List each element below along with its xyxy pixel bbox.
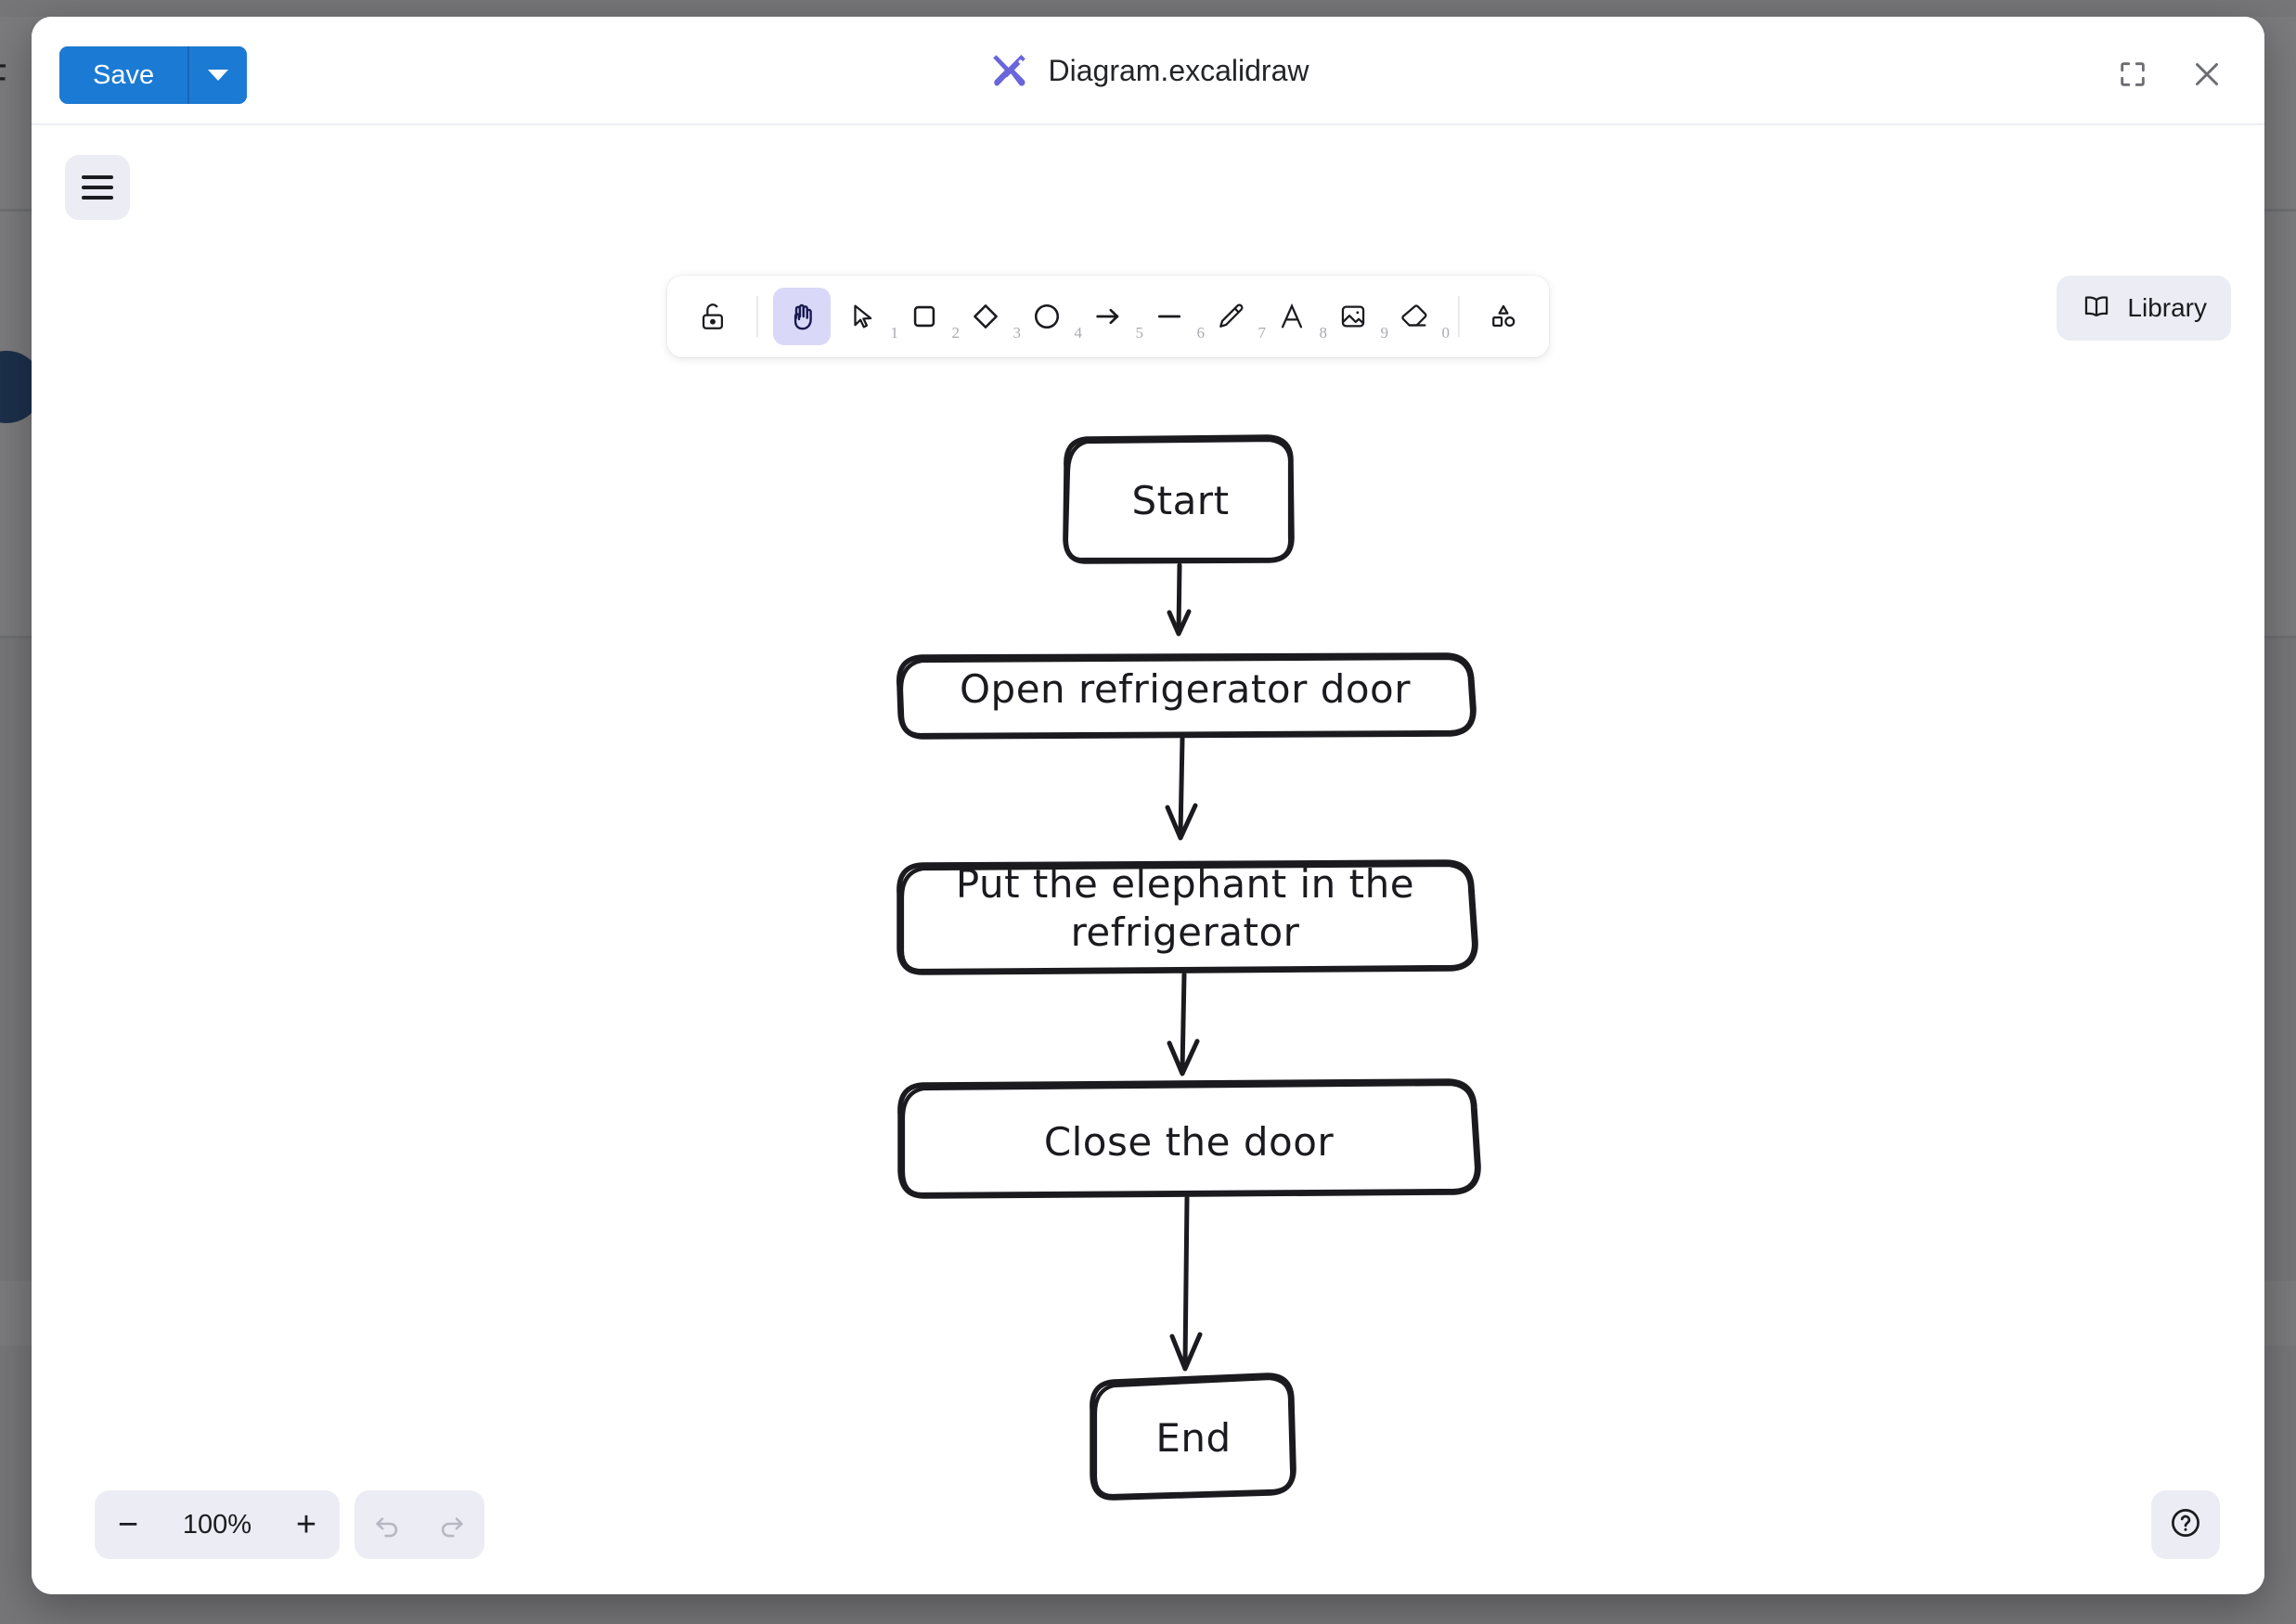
draw-shortcut: 7 <box>1258 324 1267 342</box>
flow-node-put-label-line2: refrigerator <box>1071 909 1300 955</box>
flow-edge-close-end <box>1169 1195 1203 1372</box>
flow-node-end: End <box>1090 1373 1296 1501</box>
toolbar-divider-2 <box>1458 296 1460 337</box>
save-button[interactable]: Save <box>59 46 190 104</box>
flow-node-open-label: Open refrigerator door <box>960 666 1411 712</box>
zoom-level-value[interactable]: 100% <box>182 1509 252 1540</box>
flow-edge-put-close <box>1167 972 1200 1076</box>
save-button-group: Save <box>59 46 248 104</box>
flow-node-close-label: Close the door <box>1044 1119 1335 1165</box>
ellipse-icon[interactable]: 4 <box>1018 288 1082 345</box>
save-dropdown-button[interactable] <box>189 46 248 104</box>
library-label: Library <box>2127 293 2207 322</box>
document-title-group: Diagram.excalidraw <box>32 17 2264 125</box>
shapes-icon[interactable] <box>1475 288 1532 345</box>
hand-icon[interactable] <box>773 288 831 345</box>
library-button[interactable]: Library <box>2057 276 2231 341</box>
text-shortcut: 8 <box>1319 324 1328 342</box>
flow-node-put-label-line1: Put the elephant in the <box>956 861 1414 907</box>
chevron-down-icon <box>208 70 229 81</box>
book-icon <box>2081 290 2112 327</box>
flow-node-put: Put the elephant in the refrigerator <box>896 859 1478 975</box>
selection-shortcut: 1 <box>890 324 899 342</box>
modal-titlebar: Save Diagram.excalidraw <box>32 17 2264 125</box>
diamond-shortcut: 3 <box>1013 324 1022 342</box>
zoom-in-button[interactable]: + <box>295 1504 317 1544</box>
excalidraw-logo <box>987 50 1030 93</box>
flow-edge-open-put <box>1165 736 1198 841</box>
flow-node-close: Close the door <box>897 1078 1481 1199</box>
rectangle-icon[interactable]: 2 <box>896 288 960 345</box>
rectangle-shortcut: 2 <box>951 324 961 342</box>
history-controls <box>355 1490 484 1559</box>
image-shortcut: 9 <box>1380 324 1389 342</box>
eraser-icon[interactable]: 0 <box>1386 288 1450 345</box>
toolbar-divider-1 <box>756 296 758 337</box>
help-button[interactable] <box>2151 1490 2220 1559</box>
image-icon[interactable]: 9 <box>1324 288 1388 345</box>
tool-palette: 1 2 3 4 <box>667 276 1549 357</box>
fullscreen-button[interactable] <box>2107 48 2159 100</box>
ellipse-shortcut: 4 <box>1074 324 1083 342</box>
flow-node-end-label: End <box>1155 1415 1231 1461</box>
zoom-controls: − 100% + <box>95 1490 340 1559</box>
flow-node-start-label: Start <box>1131 478 1229 523</box>
help-icon <box>2168 1505 2203 1545</box>
flow-edge-start-open <box>1167 562 1192 637</box>
zoom-out-button[interactable]: − <box>117 1504 139 1544</box>
arrow-shortcut: 5 <box>1135 324 1144 342</box>
line-icon[interactable]: 6 <box>1141 288 1205 345</box>
flow-node-start: Start <box>1063 434 1295 564</box>
lock-icon[interactable] <box>684 288 742 345</box>
text-icon[interactable]: 8 <box>1263 288 1327 345</box>
draw-icon[interactable]: 7 <box>1202 288 1266 345</box>
selection-icon[interactable]: 1 <box>834 288 898 345</box>
document-title: Diagram.excalidraw <box>1048 54 1309 87</box>
hamburger-menu-button[interactable] <box>65 155 130 220</box>
redo-button[interactable] <box>419 1490 484 1559</box>
hamburger-menu-icon <box>82 169 113 206</box>
line-shortcut: 6 <box>1196 324 1206 342</box>
excalidraw-modal: Save Diagram.excalidraw <box>32 17 2264 1594</box>
window-controls <box>2107 48 2233 100</box>
close-button[interactable] <box>2181 48 2233 100</box>
flow-node-open: Open refrigerator door <box>896 652 1477 740</box>
excalidraw-canvas[interactable]: 1 2 3 4 <box>32 125 2264 1592</box>
diamond-icon[interactable]: 3 <box>957 288 1021 345</box>
undo-button[interactable] <box>355 1490 419 1559</box>
arrow-icon[interactable]: 5 <box>1079 288 1143 345</box>
eraser-shortcut: 0 <box>1441 324 1451 342</box>
